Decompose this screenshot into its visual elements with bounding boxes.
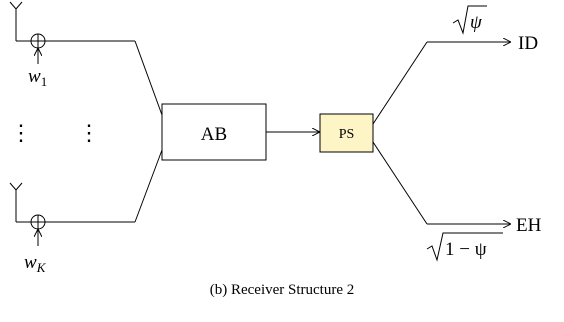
wire-top-to-ab — [134, 40, 163, 116]
antenna-bottom-icon — [9, 182, 31, 223]
ps-block — [319, 113, 374, 153]
wire-ps-to-eh — [372, 141, 428, 225]
noise-bottom-label: wK — [24, 252, 47, 275]
vertical-dots-right: ⋮ — [78, 120, 100, 145]
id-label: ID — [518, 33, 538, 54]
wire-bottom-to-ab — [134, 149, 163, 223]
adder-bottom-icon — [30, 214, 46, 230]
eh-label: EH — [516, 215, 542, 236]
ab-label: AB — [201, 124, 227, 145]
vertical-dots-left: ⋮ — [10, 120, 32, 145]
ps-label: PS — [339, 127, 355, 142]
svg-text:ψ: ψ — [470, 12, 483, 33]
antenna-top-icon — [9, 1, 31, 42]
figure-caption: (b) Receiver Structure 2 — [209, 282, 355, 298]
svg-text:1 − ψ: 1 − ψ — [445, 239, 487, 260]
adder-top-icon — [30, 33, 46, 49]
noise-top-label: w1 — [28, 66, 47, 89]
id-split-factor: ψ — [452, 5, 487, 35]
eh-split-factor: 1 − ψ — [426, 232, 503, 262]
wire-ps-to-id — [372, 41, 428, 125]
